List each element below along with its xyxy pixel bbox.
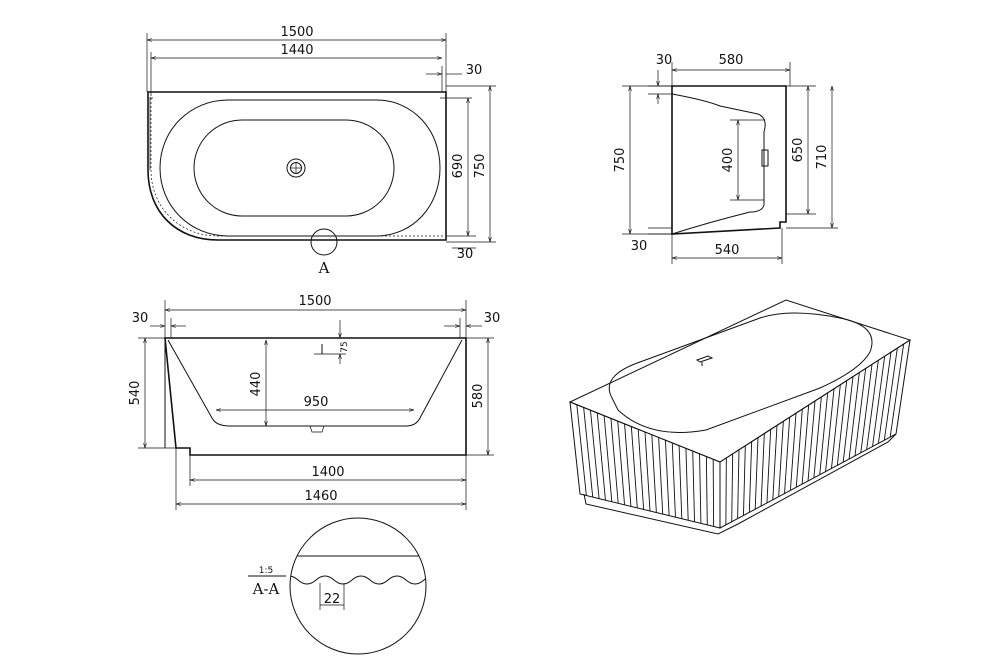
dim-side-540: 540 — [715, 243, 740, 258]
flute-line — [644, 431, 651, 512]
section-marker — [310, 228, 338, 256]
flute-line — [754, 437, 759, 510]
tub-basin — [193, 119, 395, 217]
flute-line — [705, 456, 708, 525]
side-view: 580 30 750 400 650 710 30 540 — [613, 53, 838, 264]
tub-rim — [159, 99, 441, 237]
flute-line — [610, 418, 619, 504]
front-view: 1500 30 30 540 580 440 75 950 — [128, 294, 500, 510]
flute-line — [692, 451, 695, 522]
flute-line — [819, 392, 829, 475]
dim-side-foot: 30 — [631, 239, 648, 254]
flute-line — [813, 396, 822, 478]
flute-line — [731, 453, 734, 522]
dim-top-bottom-30: 30 — [457, 247, 474, 262]
flute-line — [685, 448, 689, 521]
flute-line — [795, 409, 803, 488]
flute-line — [784, 417, 791, 494]
dim-front-right-30: 30 — [484, 311, 501, 326]
dim-front-440: 440 — [249, 372, 264, 397]
dim-side-710: 710 — [815, 145, 830, 170]
flute-line — [737, 449, 740, 519]
fluted-edge — [150, 94, 444, 237]
isometric-view — [568, 299, 912, 535]
detail-section-label: A-A — [252, 580, 280, 598]
dim-side-650: 650 — [791, 138, 806, 163]
flute-line — [699, 453, 702, 524]
flute-line — [854, 368, 867, 456]
flute-line — [596, 412, 606, 501]
flute-line — [831, 384, 841, 469]
dim-side-580: 580 — [719, 53, 744, 68]
iso-right-face — [719, 338, 911, 529]
flute-line — [603, 415, 613, 502]
flute-line — [658, 437, 664, 515]
flute-line — [766, 429, 772, 503]
flute-line — [624, 423, 632, 507]
dim-side-lip: 30 — [656, 53, 673, 68]
dim-detail-22: 22 — [324, 592, 341, 607]
flute-line — [842, 376, 854, 463]
section-label-a: A — [318, 259, 330, 277]
dim-front-1460: 1460 — [304, 489, 337, 504]
flute-line — [743, 445, 746, 516]
flute-line — [801, 405, 810, 485]
flute-line — [637, 429, 645, 510]
flute-line — [671, 442, 676, 518]
detail-view: 22 1:5 A-A — [248, 517, 427, 655]
flute-line — [665, 440, 670, 516]
flute-line — [866, 360, 879, 450]
flute-line — [889, 344, 905, 438]
flute-line — [807, 400, 816, 482]
flute-line — [651, 434, 657, 513]
dim-top-30: 30 — [466, 63, 483, 78]
flute-line — [778, 421, 784, 497]
flute-line — [760, 433, 765, 507]
dim-top-1440: 1440 — [280, 43, 313, 58]
flute-line — [590, 410, 600, 499]
flute-line — [825, 388, 835, 472]
drain-icon — [286, 158, 306, 178]
detail-scale: 1:5 — [259, 566, 273, 576]
flute-line — [883, 348, 898, 441]
flute-line — [848, 372, 860, 460]
dim-front-1500: 1500 — [298, 294, 331, 309]
dim-front-left-30: 30 — [132, 311, 149, 326]
dim-top-690: 690 — [451, 154, 466, 179]
dim-side-400: 400 — [721, 148, 736, 173]
dim-front-950: 950 — [304, 395, 329, 410]
dim-front-580: 580 — [471, 384, 486, 409]
flute-line — [617, 421, 625, 505]
flute-line — [836, 380, 848, 466]
flute-line — [583, 407, 594, 498]
iso-front-face — [569, 401, 721, 529]
dim-top-1500: 1500 — [280, 25, 313, 40]
flute-line — [877, 352, 892, 444]
iso-fluting — [576, 344, 905, 527]
dim-front-1400: 1400 — [311, 465, 344, 480]
dim-front-75: 75 — [340, 341, 350, 352]
dim-side-750: 750 — [613, 148, 628, 173]
dim-top-750: 750 — [473, 154, 488, 179]
top-view: 1500 1440 30 750 690 30 A — [146, 25, 496, 277]
flute-line — [748, 441, 753, 513]
flute-line — [678, 445, 683, 519]
flute-line — [772, 425, 778, 500]
flute-line — [872, 356, 886, 447]
dim-front-540: 540 — [128, 381, 143, 406]
top-view-outline — [147, 91, 447, 241]
flute-line — [576, 404, 587, 496]
flute-line — [860, 364, 873, 453]
flute-line — [789, 413, 797, 491]
flute-line — [630, 426, 638, 508]
